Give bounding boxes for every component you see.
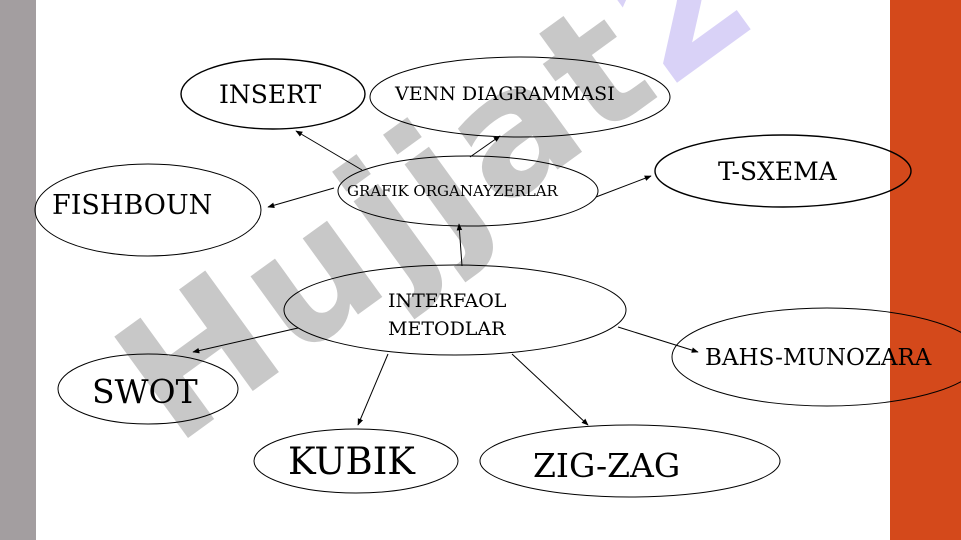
label-center: INTERFAOL METODLAR <box>388 287 506 343</box>
node-kubik <box>253 428 459 494</box>
node-insert <box>180 58 366 130</box>
arrow-center-to-kubik <box>357 353 389 426</box>
label-zigzag: ZIG-ZAG <box>533 446 681 485</box>
label-insert: INSERT <box>219 80 322 109</box>
label-bahs: BAHS-MUNOZARA <box>705 345 932 371</box>
label-txema: T-SXEMA <box>718 157 837 186</box>
label-fishboun: FISHBOUN <box>52 190 213 221</box>
label-center-line2: METODLAR <box>388 318 506 340</box>
node-txema <box>654 134 912 208</box>
arrow-grafik-to-txema <box>595 175 652 198</box>
arrow-center-to-bahs <box>617 326 699 353</box>
node-grafik <box>337 155 599 227</box>
label-venn: VENN DIAGRAMMASI <box>395 83 615 105</box>
arrow-grafik-to-venn <box>469 135 501 158</box>
arrow-grafik-to-insert <box>295 130 363 171</box>
arrow-grafik-to-fishboun <box>267 187 335 208</box>
node-center <box>283 264 627 356</box>
node-zigzag <box>479 424 781 498</box>
arrow-center-to-grafik <box>456 223 463 267</box>
node-bahs <box>671 307 961 407</box>
label-grafik: GRAFIK ORGANAYZERLAR <box>347 182 558 200</box>
arrow-center-to-zigzag <box>511 353 589 426</box>
node-fishboun <box>34 163 262 257</box>
left-accent-bar <box>0 0 36 540</box>
label-kubik: KUBIK <box>288 440 415 483</box>
node-swot <box>57 353 239 425</box>
label-swot: SWOT <box>92 372 198 411</box>
node-venn <box>369 56 671 138</box>
right-accent-bar <box>890 0 961 540</box>
arrow-center-to-swot <box>192 327 299 354</box>
label-center-line1: INTERFAOL <box>388 290 507 312</box>
